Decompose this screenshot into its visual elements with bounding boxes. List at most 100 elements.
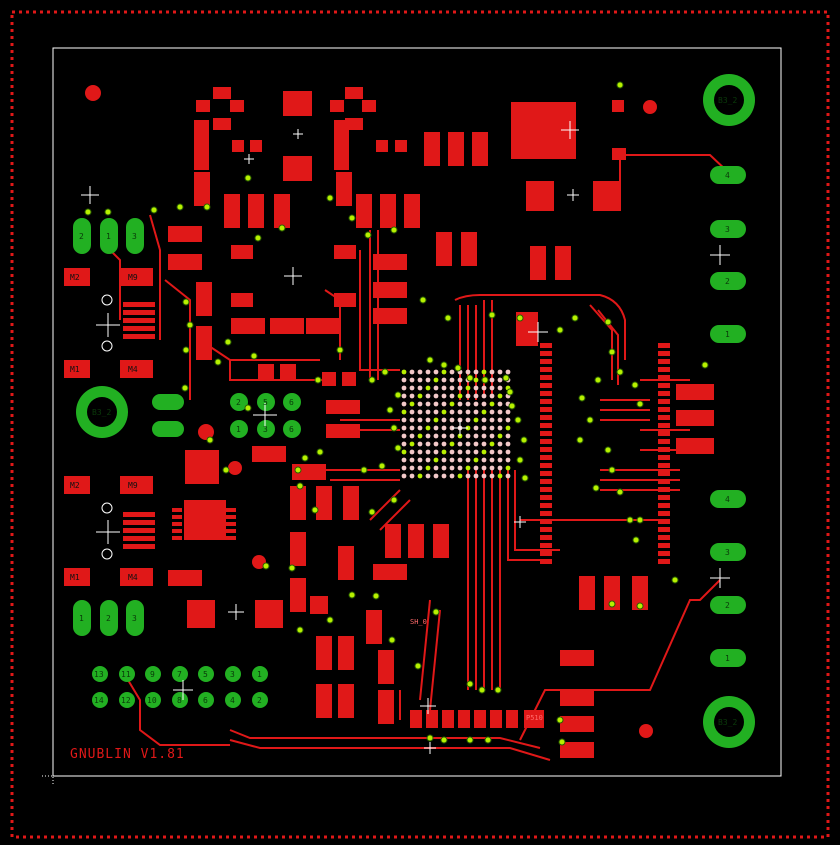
bga-ball [481,449,487,455]
pin-label: 12 [121,696,131,705]
via [608,466,616,474]
bga-ball [481,369,487,375]
bga-ball [409,449,415,455]
via [336,346,344,354]
pin-label: 2 [106,614,111,623]
bga-ball [401,433,407,439]
bga-ball [505,465,511,471]
via [558,738,566,746]
pin-label: 2 [725,601,730,610]
via [494,686,502,694]
crosshair-icon [710,568,730,588]
via [466,736,474,744]
pin-label: 2 [257,696,262,705]
bga-ball [497,377,503,383]
bga-ball [449,465,455,471]
crosshair-icon [293,129,303,139]
bga-ball [409,441,415,447]
bga-ball [417,473,423,479]
via [181,384,189,392]
via [616,81,624,89]
bga-ball [473,473,479,479]
bga-ball [465,409,471,415]
bga-ball [401,465,407,471]
via [616,488,624,496]
connector-left-mid [152,394,184,437]
bga-ball [481,385,487,391]
bga-ball [473,433,479,439]
pin-label: 3 [132,614,137,623]
bga-ball [441,441,447,447]
bga-ball [449,433,455,439]
via [636,400,644,408]
bga-ball [401,425,407,431]
bga-ball [457,457,463,463]
via [502,374,510,382]
bga-ball [457,465,463,471]
pin-label: 3 [132,232,137,241]
bga-ball [497,393,503,399]
via [671,576,679,584]
bga-ball [417,441,423,447]
via [604,446,612,454]
via [360,466,368,474]
bga-ball [473,409,479,415]
pin-label: 1 [236,425,241,434]
pin-label: 3 [230,670,235,679]
bga-ball [441,385,447,391]
label-mount-tr: B3_2 [718,96,737,105]
via [214,358,222,366]
via [484,736,492,744]
via [388,636,396,644]
via [294,466,302,474]
bga-ball [417,385,423,391]
via [186,321,194,329]
center-round-pads [230,393,301,438]
bga-ball [489,449,495,455]
bga-ball [425,465,431,471]
fiducials [101,294,113,560]
bga-ball [497,425,503,431]
crosshair-icon [452,420,468,436]
bga-ball [409,425,415,431]
vias [84,81,709,746]
bga-ball [489,473,495,479]
bga-ball [489,377,495,383]
label-mount-br: B3_2 [718,718,737,727]
bga-ball [409,369,415,375]
bga-ball [425,393,431,399]
via [592,484,600,492]
via [326,616,334,624]
pin-label: 1 [79,614,84,623]
bga-ball [409,457,415,463]
via [521,474,529,482]
connector-left-bottom [73,600,144,636]
crosshair-icon [96,313,120,337]
pin-label: 3 [725,548,730,557]
pin-label: 1 [725,330,730,339]
bga-ball [505,417,511,423]
via [278,224,286,232]
via [444,314,452,322]
bga-ball [433,385,439,391]
pin-label: 2 [236,398,241,407]
via [348,591,356,599]
bga-ball [473,449,479,455]
bga-ball [449,401,455,407]
connector-right-lower [710,490,746,667]
via [224,338,232,346]
bga-ball [433,377,439,383]
bga-ball [433,441,439,447]
pin-label: 10 [147,696,157,705]
pin-label: 5 [263,398,268,407]
bga-ball [505,473,511,479]
via [368,376,376,384]
label-sh: SH_0 [410,618,427,626]
via [578,394,586,402]
bga-ball [449,441,455,447]
connector-right-upper [710,166,746,343]
bga-ball [417,409,423,415]
label-m4: M4 [128,365,138,374]
pin-label: 5 [203,670,208,679]
edge-connector-pins [540,343,670,564]
